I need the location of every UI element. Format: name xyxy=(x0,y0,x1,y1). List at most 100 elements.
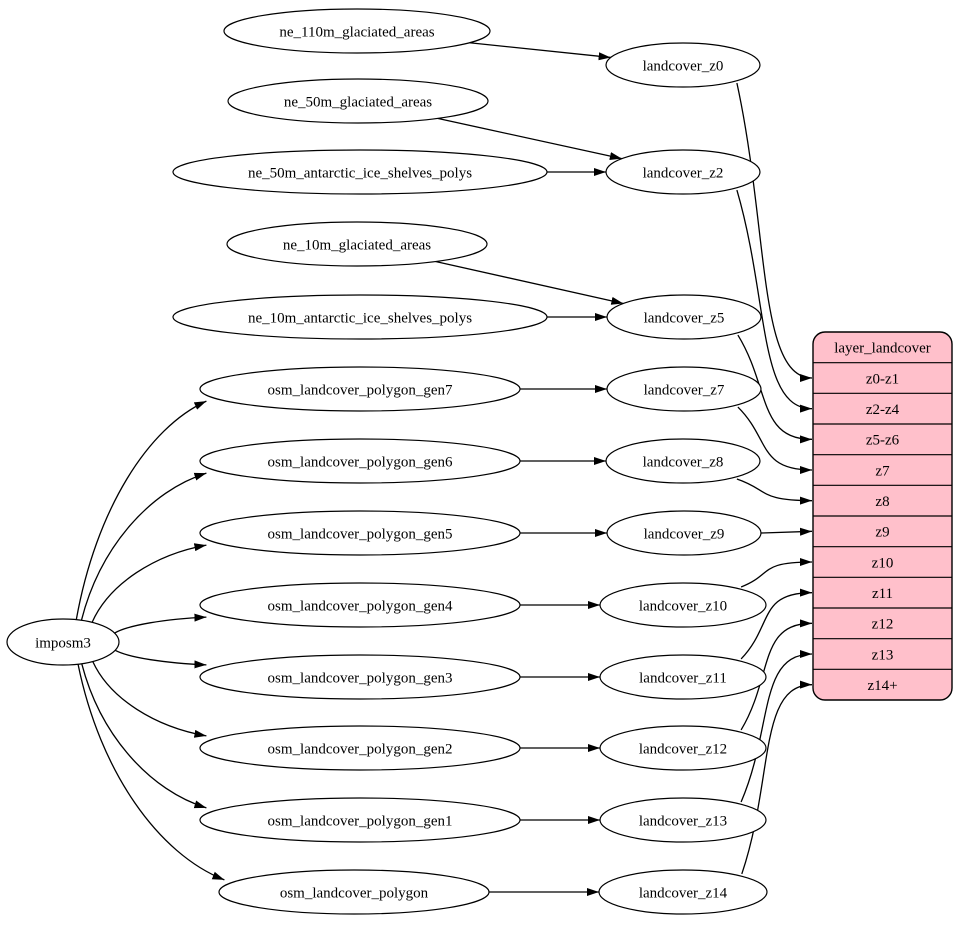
node-osm_landcover_polygon_gen6: osm_landcover_polygon_gen6 xyxy=(199,438,521,484)
edge-landcover_z14-to-layer_landcover-z14+ xyxy=(741,680,813,875)
node-label: ne_50m_antarctic_ice_shelves_polys xyxy=(248,165,472,181)
nodes-layer: imposm3 ne_110m_glaciated_areas ne_50m_gla… xyxy=(6,8,953,915)
edge-landcover_z13-to-layer_landcover-z13 xyxy=(740,650,813,803)
node-label: landcover_z13 xyxy=(639,813,727,829)
node-ellipse xyxy=(606,510,762,556)
node-label: ne_10m_antarctic_ice_shelves_polys xyxy=(248,310,472,326)
node-label: osm_landcover_polygon xyxy=(280,885,429,901)
record-row-z10: z10 xyxy=(872,555,894,571)
node-osm_landcover_polygon_gen2: osm_landcover_polygon_gen2 xyxy=(199,725,521,771)
edge-landcover_z8-to-layer_landcover-z8 xyxy=(736,478,813,505)
node-ellipse xyxy=(172,294,548,340)
node-osm_landcover_polygon_gen7: osm_landcover_polygon_gen7 xyxy=(199,366,521,412)
node-label: landcover_z8 xyxy=(643,454,724,470)
node-label: landcover_z9 xyxy=(644,526,725,542)
node-ellipse xyxy=(223,8,491,54)
node-ne_110m_glaciated_areas: ne_110m_glaciated_areas xyxy=(223,8,491,54)
node-label: osm_landcover_polygon_gen3 xyxy=(268,670,453,686)
node-label: osm_landcover_polygon_gen4 xyxy=(268,598,453,614)
node-landcover_z2: landcover_z2 xyxy=(605,149,761,195)
node-label: landcover_z10 xyxy=(639,598,727,614)
edge-imposm3-to-osm_landcover_polygon_gen3 xyxy=(114,649,207,669)
edge-imposm3-to-osm_landcover_polygon_gen7 xyxy=(75,400,207,620)
edge-landcover_z11-to-layer_landcover-z11 xyxy=(740,588,813,660)
node-label: landcover_z14 xyxy=(639,885,728,901)
node-landcover_z7: landcover_z7 xyxy=(606,366,762,412)
node-label: landcover_z12 xyxy=(639,741,727,757)
node-landcover_z13: landcover_z13 xyxy=(599,797,767,843)
node-ne_10m_antarctic_ice_shelves_polys: ne_10m_antarctic_ice_shelves_polys xyxy=(172,294,548,340)
node-ellipse xyxy=(199,654,521,700)
node-osm_landcover_polygon: osm_landcover_polygon xyxy=(218,869,490,915)
node-osm_landcover_polygon_gen4: osm_landcover_polygon_gen4 xyxy=(199,582,521,628)
record-row-z11: z11 xyxy=(872,586,893,602)
node-ellipse xyxy=(599,582,767,628)
node-ellipse xyxy=(199,510,521,556)
record-row-z12: z12 xyxy=(872,617,894,633)
node-osm_landcover_polygon_gen1: osm_landcover_polygon_gen1 xyxy=(199,797,521,843)
edge-ne_110m_glaciated_areas-to-landcover_z0 xyxy=(469,42,611,61)
node-label: imposm3 xyxy=(35,635,91,651)
edge-ne_50m_glaciated_areas-to-landcover_z2 xyxy=(437,117,622,160)
record-layer_landcover: layer_landcoverz0-z1z2-z4z5-z6z7z8z9z10z… xyxy=(812,331,953,701)
node-label: osm_landcover_polygon_gen1 xyxy=(268,813,453,829)
edge-landcover_z2-to-layer_landcover-z2-z4 xyxy=(736,189,813,413)
node-landcover_z14: landcover_z14 xyxy=(598,869,768,915)
edge-landcover_z7-to-layer_landcover-z7 xyxy=(737,406,813,474)
edge-ne_10m_glaciated_areas-to-landcover_z5 xyxy=(435,260,624,305)
node-landcover_z5: landcover_z5 xyxy=(606,294,762,340)
node-label: landcover_z11 xyxy=(639,670,727,686)
node-label: landcover_z5 xyxy=(644,310,725,326)
node-label: ne_50m_glaciated_areas xyxy=(284,94,432,110)
node-ellipse xyxy=(172,149,548,195)
node-ellipse xyxy=(599,725,767,771)
record-row-z5-z6: z5-z6 xyxy=(866,433,900,449)
node-ellipse xyxy=(199,582,521,628)
node-landcover_z11: landcover_z11 xyxy=(599,654,767,700)
edge-landcover_z0-to-layer_landcover-z0-z1 xyxy=(736,82,813,382)
node-ellipse xyxy=(199,366,521,412)
node-ellipse xyxy=(605,42,761,88)
node-landcover_z0: landcover_z0 xyxy=(605,42,761,88)
node-label: osm_landcover_polygon_gen2 xyxy=(268,741,453,757)
edge-imposm3-to-osm_landcover_polygon_gen4 xyxy=(114,613,207,634)
node-label: landcover_z0 xyxy=(643,58,724,74)
node-osm_landcover_polygon_gen3: osm_landcover_polygon_gen3 xyxy=(199,654,521,700)
record-row-z2-z4: z2-z4 xyxy=(866,402,900,418)
node-ellipse xyxy=(605,149,761,195)
node-ellipse xyxy=(199,797,521,843)
node-landcover_z10: landcover_z10 xyxy=(599,582,767,628)
record-row-z13: z13 xyxy=(872,647,894,663)
node-ellipse xyxy=(599,654,767,700)
edge-imposm3-to-osm_landcover_polygon_gen1 xyxy=(81,663,207,809)
node-ellipse xyxy=(227,78,489,124)
node-imposm3: imposm3 xyxy=(6,618,120,666)
edge-landcover_z10-to-layer_landcover-z10 xyxy=(740,558,813,588)
node-label: landcover_z2 xyxy=(643,165,724,181)
record-title: layer_landcover xyxy=(834,341,931,357)
node-label: osm_landcover_polygon_gen7 xyxy=(268,382,453,398)
node-ne_50m_antarctic_ice_shelves_polys: ne_50m_antarctic_ice_shelves_polys xyxy=(172,149,548,195)
node-label: osm_landcover_polygon_gen5 xyxy=(268,526,453,542)
record-row-z9: z9 xyxy=(875,525,889,541)
node-landcover_z12: landcover_z12 xyxy=(599,725,767,771)
edges-layer xyxy=(75,42,813,896)
edge-imposm3-to-osm_landcover_polygon_gen5 xyxy=(91,543,207,623)
node-ellipse xyxy=(199,725,521,771)
node-ellipse xyxy=(599,797,767,843)
edge-imposm3-to-osm_landcover_polygon xyxy=(77,664,225,881)
edge-imposm3-to-osm_landcover_polygon_gen6 xyxy=(80,472,207,621)
record-row-z0-z1: z0-z1 xyxy=(866,371,899,387)
node-ellipse xyxy=(218,869,490,915)
node-ellipse xyxy=(6,618,120,666)
node-ellipse xyxy=(606,366,762,412)
node-ellipse xyxy=(606,294,762,340)
node-osm_landcover_polygon_gen5: osm_landcover_polygon_gen5 xyxy=(199,510,521,556)
edge-imposm3-to-osm_landcover_polygon_gen2 xyxy=(92,661,207,738)
node-ellipse xyxy=(605,438,761,484)
node-ellipse xyxy=(199,438,521,484)
node-ellipse xyxy=(598,869,768,915)
record-row-z7: z7 xyxy=(875,463,890,479)
